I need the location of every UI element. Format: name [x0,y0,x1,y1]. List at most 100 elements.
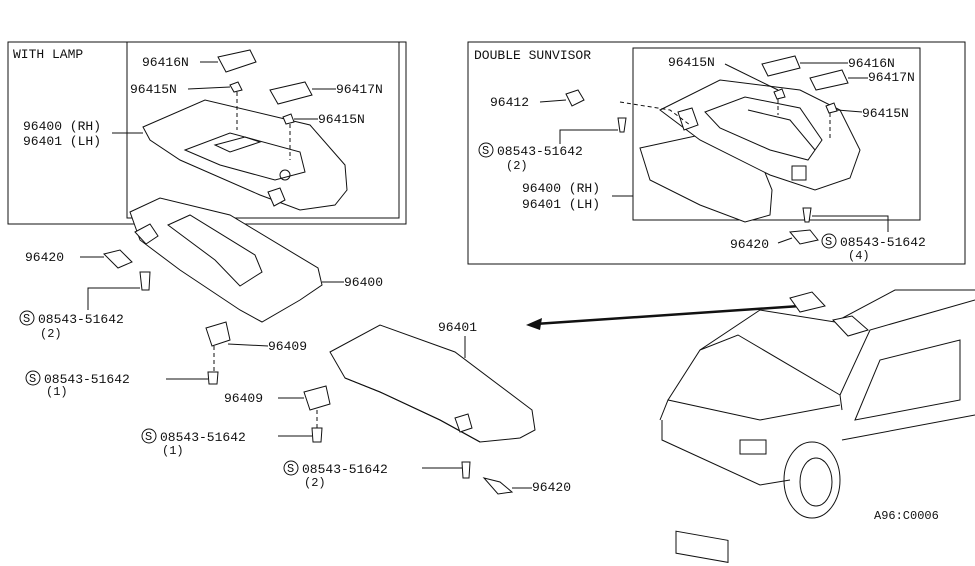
leader-line [539,99,567,103]
label-96400: 96400 [344,275,383,290]
label-qty: (1) [46,385,68,399]
truck-mirror [789,291,826,313]
s-symbol-icon [141,428,157,444]
label-96409: 96409 [224,391,263,406]
s-symbol-icon [283,460,299,476]
s-symbol: S [29,372,36,386]
s-symbol: S [287,462,294,476]
leader-line [87,287,140,310]
s-symbol-icon [821,233,837,249]
label-screw: 08543-51642 [160,430,246,445]
truck-wheel-hub [799,457,833,507]
label-96415N: 96415N [668,55,715,70]
label-96400-rh: 96400 (RH) [522,181,600,196]
label-96420: 96420 [730,237,769,252]
location-arrow [534,304,801,326]
label-96400-rh: 96400 (RH) [23,119,101,134]
leader-line [812,215,889,232]
part-96420-holder [482,477,514,495]
label-96417N: 96417N [868,70,915,85]
label-96401-lh: 96401 (LH) [522,197,600,212]
visor-96400-hinge [134,223,159,245]
part-96415N-bulb-b [282,113,295,125]
label-qty: (2) [506,159,528,173]
s-symbol-icon [19,310,35,326]
main-diagram: 96420 96400 S 08543-51642 (2) 96409 S 08… [19,197,801,495]
double-visor-rear [659,79,861,191]
part-96415N-bulb-b [825,102,838,114]
double-visor-clip [677,107,699,131]
leader-line [227,343,269,347]
label-screw: 08543-51642 [44,372,130,387]
s-symbol-icon [478,142,494,158]
label-96409: 96409 [268,339,307,354]
part-96415N-bulb-a [773,88,786,100]
lamp-visor-body [142,99,348,211]
s-symbol: S [23,312,30,326]
visor-96400 [129,197,323,323]
label-96415N: 96415N [862,106,909,121]
leader-line [559,129,618,144]
truck-body-line [841,414,975,441]
leader-line [777,237,793,244]
label-qty: (1) [162,444,184,458]
part-96409-bracket [205,321,231,347]
label-screw: 08543-51642 [497,144,583,159]
truck-door-window [854,339,961,421]
s-symbol-icon [25,370,41,386]
part-96415N-bulb-a [229,81,243,93]
visor-96400-mirror [167,214,263,287]
label-qty: (2) [304,476,326,490]
leader-line [187,86,231,90]
part-screw [207,371,219,385]
with-lamp-panel: WITH LAMP 96416N 96415N 96417N 96415N 96… [7,41,407,225]
label-96415N: 96415N [130,82,177,97]
truck-grille [675,530,729,563]
double-outer-frame [467,41,966,265]
double-sunvisor-panel: DOUBLE SUNVISOR 96415N 96416N 96417N 964… [467,41,966,265]
truck-headlight [739,439,767,455]
arrow-head-icon [526,318,542,330]
label-96401: 96401 [438,320,477,335]
part-screw [139,271,151,291]
part-96416N-lens [761,55,801,77]
label-qty: (2) [40,327,62,341]
truck-windshield [839,299,975,396]
lamp-visor-mirror [183,132,306,181]
truck-hood-line [699,334,843,411]
truck-roofline [667,289,975,401]
part-96420-holder [789,229,819,245]
s-symbol: S [825,235,832,249]
truck-mirror-2 [832,315,870,337]
lamp-visor-pivot [279,169,291,181]
double-title: DOUBLE SUNVISOR [474,48,591,63]
truck-hood-front [659,399,841,421]
label-96415N: 96415N [318,112,365,127]
part-96409-bracket [303,385,331,411]
part-96412-clip [565,89,585,107]
s-symbol: S [145,430,152,444]
double-visor-mirror-edge [747,109,816,151]
part-96417N-lens [809,69,849,91]
double-visor-hinge [791,165,807,181]
with-lamp-title: WITH LAMP [13,47,83,62]
part-screw [311,427,323,443]
label-screw: 08543-51642 [302,462,388,477]
truck-wheel [783,441,841,519]
with-lamp-inner-frame [126,41,400,219]
label-96416N: 96416N [848,56,895,71]
label-96420: 96420 [25,250,64,265]
part-96417N-lens [269,81,313,105]
label-96416N: 96416N [142,55,189,70]
label-96401-lh: 96401 (LH) [23,134,101,149]
visor-96401-hinge [454,413,473,433]
part-screw [802,207,812,223]
diagram-code: A96:C0006 [874,509,939,523]
label-96412: 96412 [490,95,529,110]
s-symbol: S [482,144,489,158]
leader-line [836,109,863,113]
visor-96401 [329,324,536,443]
label-96417N: 96417N [336,82,383,97]
